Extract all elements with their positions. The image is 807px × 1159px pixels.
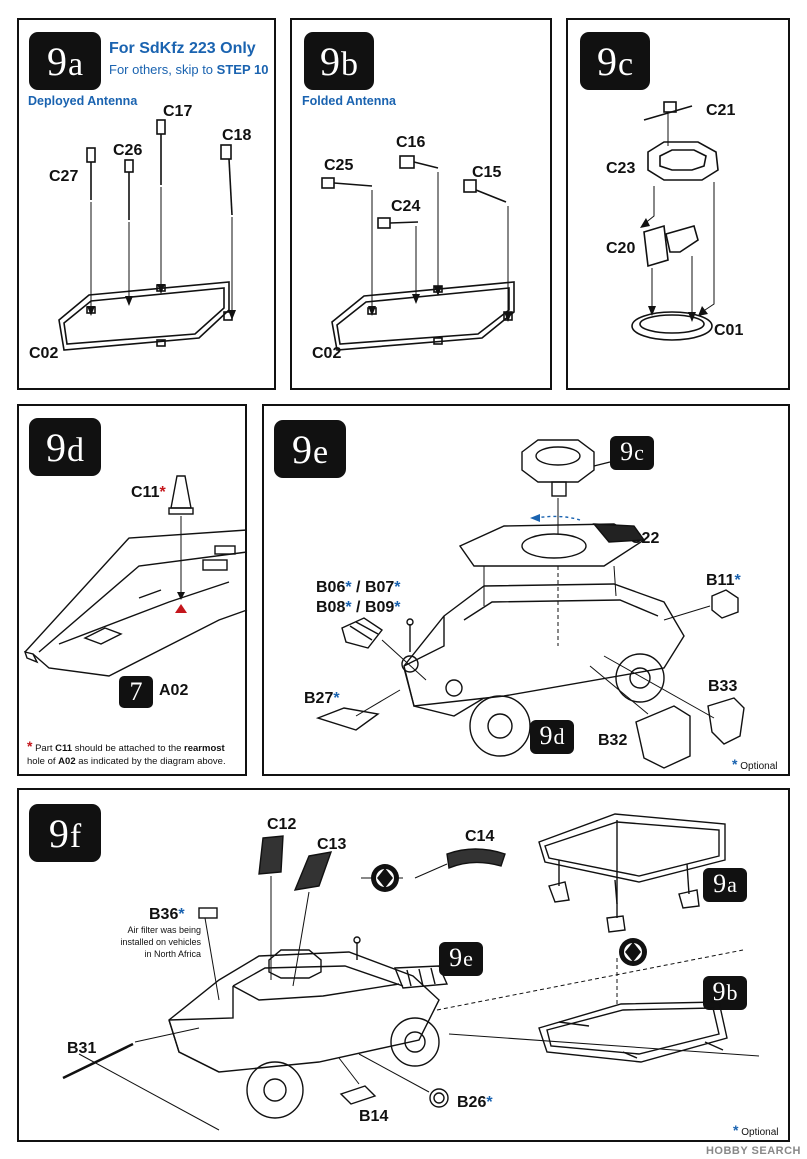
part-label-c14: C14 [465,828,495,845]
optional-legend-9e: * Optional [732,756,778,772]
part-label-c13: C13 [317,836,347,853]
part-label-c24: C24 [391,198,421,215]
step-9a-caption: Deployed Antenna [28,94,138,108]
ref-step-7-badge: 7 [119,676,153,708]
part-label-c27: C27 [49,168,79,185]
part-label-c02: C02 [29,345,59,362]
either-or-symbol-middle [619,938,647,966]
vehicle-body-diagram [315,439,745,769]
part-group-b06-b09: B06* / B07* B08* / B09* [316,579,401,616]
part-label-a02: A02 [159,682,189,699]
part-label-c16: C16 [396,134,426,151]
turret-assembly-diagram [631,101,719,341]
part-label-b36: B36* [149,906,185,923]
either-or-symbol-top [371,864,399,892]
antenna-folded-diagram [321,155,515,351]
part-label-c17: C17 [163,103,193,120]
part-label-b33: B33 [708,678,738,695]
part-label-b11: B11* [706,572,741,589]
part-label-c12: C12 [267,816,297,833]
red-hole-marker [175,604,187,613]
part-label-b31: B31 [67,1040,97,1057]
part-label-c21: C21 [706,102,736,119]
chassis-a02-diagram [23,475,248,677]
part-label-c20: C20 [606,240,636,257]
part-label-c18: C18 [222,127,252,144]
step-9d-note: * Part C11 should be attached to the rea… [27,738,226,767]
part-label-b14: B14 [359,1108,389,1125]
part-label-c11: C11* [131,484,166,501]
step-9a-title: For SdKfz 223 Only [109,40,256,57]
antenna-deployed-diagram [58,119,236,351]
part-label-c26: C26 [113,142,143,159]
part-label-b27: B27* [304,690,340,707]
step-9a-subtitle: For others, skip to STEP 10 [109,62,269,77]
part-label-c02-folded: C02 [312,345,342,362]
part-label-c01: C01 [714,322,744,339]
final-assembly-diagram [62,813,760,1131]
part-label-c25: C25 [324,157,354,174]
part-label-b26: B26* [457,1094,493,1111]
optional-legend-9f: * Optional [733,1122,779,1138]
part-label-c23: C23 [606,160,636,177]
part-label-c15: C15 [472,164,502,181]
step-9b-caption: Folded Antenna [302,94,396,108]
part-label-b32: B32 [598,732,628,749]
watermark: HOBBY SEARCH [705,1145,801,1157]
b36-air-filter-note: Air filter was being installed on vehicl… [120,925,201,959]
